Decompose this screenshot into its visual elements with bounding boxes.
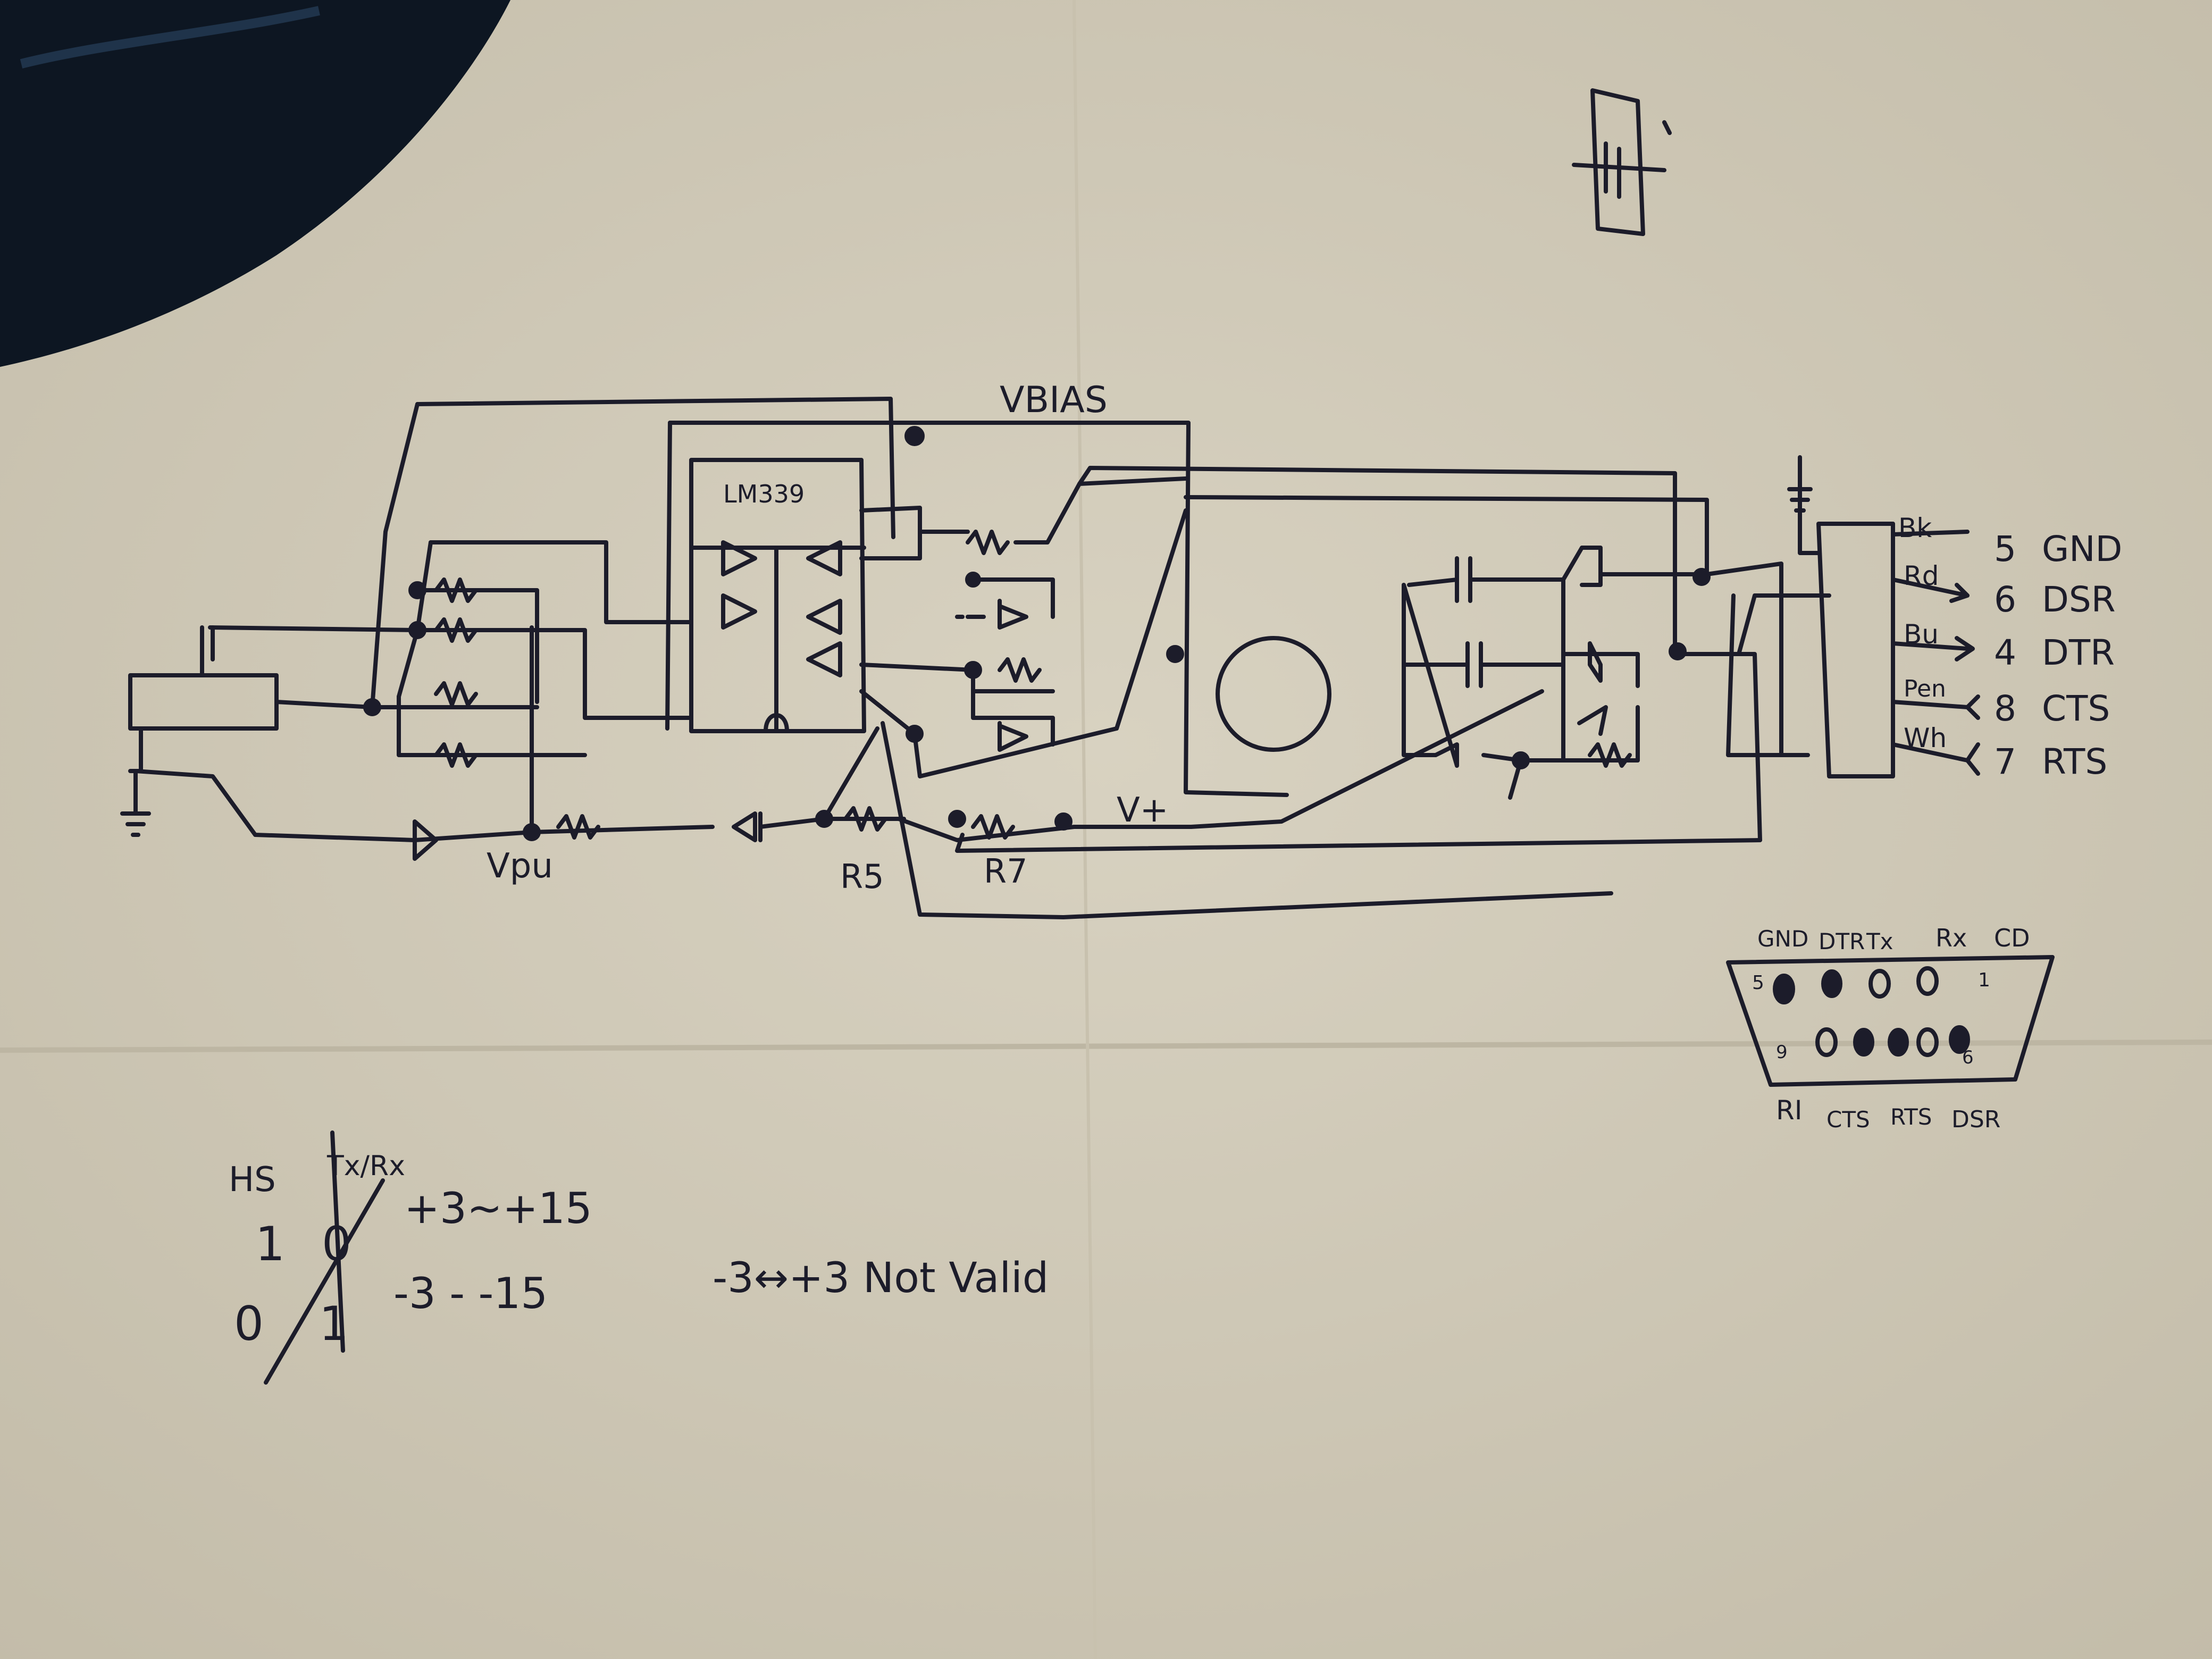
vplus-label: V+: [1117, 791, 1168, 830]
wire-color-rd: Rd: [1904, 560, 1939, 591]
db9-open-pins: [1815, 966, 1939, 1057]
paper-fold-vertical: [1073, 0, 1097, 1659]
notes-header-hs: HS: [229, 1160, 276, 1200]
notes-row1-hs: 1: [255, 1217, 285, 1271]
vbias-label: VBIAS: [1000, 379, 1108, 421]
db9-label-cts: CTS: [1826, 1107, 1870, 1133]
db9-label-dsr: DSR: [1951, 1106, 2000, 1133]
db9-label-rts: RTS: [1890, 1104, 1932, 1130]
signal-cts: CTS: [2042, 688, 2110, 729]
db9-label-dtr: DTR: [1819, 928, 1865, 954]
r5-label: R5: [840, 857, 884, 896]
pin-number-7: 7: [1994, 741, 2016, 782]
dark-object-highlight: [20, 6, 320, 69]
db9-connector-sketch: GND DTR Tx Rx CD 5 1 9 6 RI CTS RTS DSR: [1726, 924, 2055, 1133]
hole-circle: [1216, 636, 1331, 752]
db9-pin-number-9: 9: [1776, 1042, 1788, 1063]
pin-number-5: 5: [1994, 529, 2016, 569]
junction-dots: [363, 426, 1711, 841]
pin-number-4: 4: [1994, 632, 2016, 673]
notes-column-stroke: [330, 1130, 345, 1353]
signal-gnd: GND: [2042, 529, 2122, 569]
signal-dsr: DSR: [2042, 579, 2116, 620]
logic-level-notes: HS Tx/Rx 1 0 +3~+15 0 1 -3 - -15 -3↔+3 N…: [229, 1130, 1049, 1385]
db9-label-ri: RI: [1776, 1095, 1803, 1126]
signal-dtr: DTR: [2042, 632, 2115, 673]
paper-fold-horizontal: [0, 1040, 2212, 1053]
vpu-label: Vpu: [487, 847, 553, 886]
notes-row2-hs: 0: [234, 1296, 264, 1351]
notes-row1-range: +3~+15: [404, 1184, 592, 1233]
dark-object: [0, 0, 510, 367]
pin-number-8: 8: [1994, 688, 2016, 729]
db9-label-tx: Tx: [1866, 928, 1893, 954]
db9-label-gnd: GND: [1757, 926, 1808, 952]
wire-color-bu: Bu: [1904, 619, 1939, 650]
wire-color-pen: Pen: [1904, 675, 1946, 702]
notes-row2-range: -3 - -15: [393, 1269, 548, 1318]
r7-label: R7: [984, 852, 1028, 891]
schematic-wiring: [120, 397, 1980, 919]
db9-label-rx: Rx: [1936, 924, 1967, 952]
small-component-sketch: [1572, 88, 1672, 236]
db9-pin-number-5: 5: [1752, 972, 1764, 994]
notes-invalid-range: -3↔+3 Not Valid: [713, 1254, 1049, 1302]
db9-pin-number-6: 6: [1962, 1047, 1974, 1068]
wire-color-bk: Bk: [1898, 513, 1932, 543]
wire-color-wh: Wh: [1904, 723, 1947, 753]
db9-label-cd: CD: [1994, 924, 2030, 952]
signal-rts: RTS: [2042, 741, 2107, 782]
db9-pin-number-1: 1: [1978, 969, 1990, 991]
notes-slash-stroke: [264, 1178, 385, 1385]
db9-filled-pins: [1773, 969, 1970, 1057]
pin-number-6: 6: [1994, 579, 2016, 620]
notes-header-txrx: Tx/Rx: [326, 1150, 405, 1182]
cable-pinout: Bk 5 GND Rd 6 DSR Bu 4 DTR Pen 8 CTS Wh …: [1898, 513, 2122, 782]
chip-label: LM339: [723, 480, 805, 508]
